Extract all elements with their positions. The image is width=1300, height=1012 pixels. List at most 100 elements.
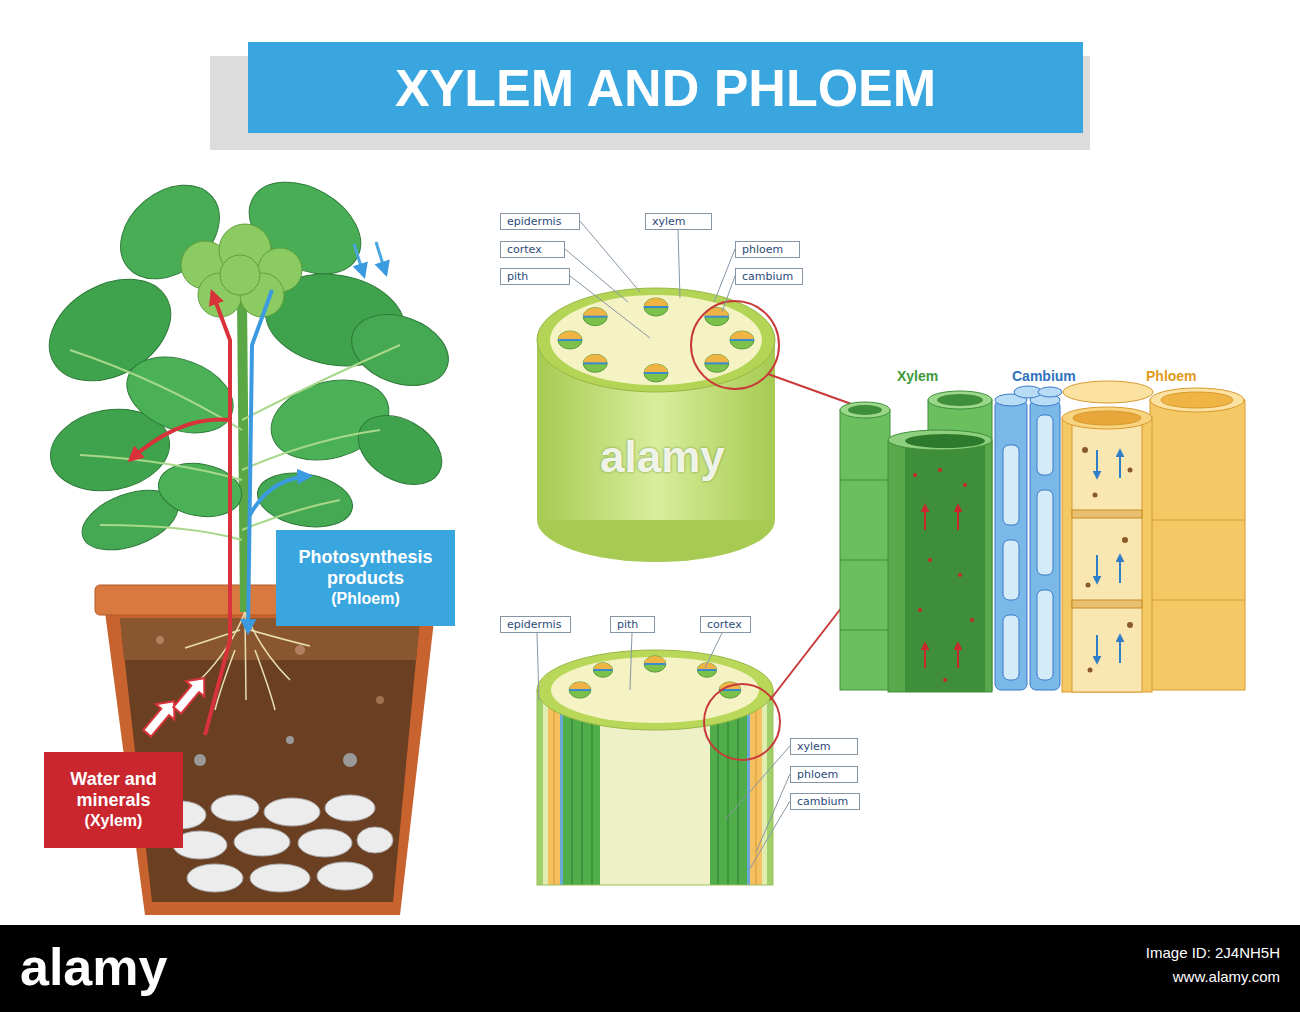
cambium-cells-part-part	[1037, 590, 1053, 680]
leader-lines	[537, 221, 790, 870]
stem-cylinder-part-part	[730, 339, 754, 341]
xylem-tubes-part-part	[963, 483, 967, 487]
stem-cylinder-part-part	[705, 354, 729, 363]
transport-arrows-part	[205, 292, 230, 735]
title-banner	[210, 42, 1090, 150]
title-banner-part	[248, 42, 1083, 133]
transport-arrows-part	[354, 244, 364, 276]
stem-cylinder-part-part	[583, 308, 607, 326]
phloem-tubes-part-part	[1096, 450, 1098, 478]
label-text: cortex	[507, 242, 542, 257]
stem-cylinder-part	[537, 288, 775, 392]
xylem-tubes-part	[888, 440, 992, 692]
stem-cylinder-part-part	[705, 362, 729, 364]
stem-cylinder-part-part	[644, 298, 668, 316]
transport-arrows-part	[376, 242, 386, 274]
label-text: cortex	[707, 617, 742, 632]
phloem-tubes-part	[1150, 520, 1245, 521]
xylem-tubes-part-part	[970, 618, 974, 622]
plant-leaves-part	[154, 457, 246, 523]
stem-cylinder-part-part	[583, 354, 607, 363]
phloem-tubes-part-part	[1072, 510, 1142, 518]
xylem-tubes-part	[905, 434, 985, 448]
phloem-tubes-part-part	[1119, 555, 1121, 583]
xylem-tubes-part	[913, 468, 974, 682]
pebbles-part	[187, 864, 243, 892]
label-text: epidermis	[507, 617, 561, 632]
xylem-tubes-part	[848, 405, 882, 415]
stem-section-part-part	[593, 663, 612, 677]
phloem-tubes-part-part	[1086, 583, 1091, 588]
stem-section-part	[750, 690, 762, 885]
part-label: pith	[500, 268, 570, 285]
stem-cylinder-part-part	[644, 364, 668, 373]
part-label: xylem	[645, 213, 712, 230]
part-label: epidermis	[500, 616, 571, 633]
tissue-heading: Phloem	[1146, 368, 1197, 385]
cambium-cells-part	[1030, 400, 1060, 690]
stem-cylinder-part-part	[644, 372, 668, 374]
phloem-tubes-part	[1072, 425, 1142, 692]
phloem-tubes-part-part	[1088, 668, 1093, 673]
roots-part	[250, 630, 310, 646]
tissue-heading: Cambium	[1012, 368, 1076, 385]
xylem-tubes	[840, 391, 992, 692]
label-text: cambium	[797, 794, 848, 809]
stem-section-part	[756, 690, 757, 885]
pebbles-part	[325, 795, 375, 821]
phloem-tubes-part-part	[1127, 622, 1133, 628]
stem-cylinder-part-part	[730, 331, 754, 349]
label-text: phloem	[742, 242, 783, 257]
water-arrows-part	[138, 693, 183, 741]
cambium-cells-part-part	[1003, 445, 1019, 525]
plant-pot-part	[343, 753, 357, 767]
stem-cylinder-part-part	[583, 316, 607, 318]
cambium-cells-part	[995, 400, 1027, 690]
transport-arrows-part	[248, 290, 272, 632]
phloem-tubes-part-part	[1096, 635, 1098, 663]
callout-subtext: (Phloem)	[331, 589, 399, 609]
stem-cylinder-part-part	[644, 364, 668, 382]
xylem-tubes-part	[925, 505, 958, 668]
plant-pot	[95, 585, 445, 915]
plant-pot-part	[194, 754, 206, 766]
xylem-tubes-part-part	[957, 643, 959, 668]
stem-cylinder-part-part	[583, 308, 607, 317]
xylem-tubes-part	[840, 630, 890, 631]
stem-cylinder-part-part	[705, 316, 729, 318]
callout-subtext: (Xylem)	[85, 811, 143, 831]
label-text: xylem	[797, 739, 831, 754]
callout-heading: Water and minerals	[52, 769, 175, 811]
watermark-url: www.alamy.com	[1173, 968, 1280, 985]
leader-lines-part	[722, 276, 735, 312]
leader-lines-part	[570, 276, 650, 338]
xylem-tubes-part-part	[938, 468, 942, 472]
stem-cylinder-part-part	[558, 331, 582, 349]
plant-leaves-part-part	[80, 455, 242, 480]
callout-heading: Photosynthesis products	[284, 547, 447, 589]
leader-lines-part	[565, 249, 628, 302]
watermark-logo: alamy	[20, 938, 167, 998]
transport-arrows	[130, 242, 386, 735]
plant-leaves-part-part	[100, 525, 242, 540]
stem-section-part-part	[569, 689, 591, 691]
stem-section	[537, 567, 873, 885]
part-label: epidermis	[500, 213, 580, 230]
phloem-tubes-part	[1097, 450, 1120, 663]
leader-lines-part	[714, 249, 735, 302]
water-arrows	[138, 670, 213, 741]
xylem-tubes-part	[840, 402, 890, 418]
stem-section-part-part	[593, 669, 612, 671]
phloem-tubes-part	[1082, 447, 1133, 673]
pebbles-part	[298, 829, 352, 857]
stem-section-part-part	[697, 669, 716, 671]
phloem-tubes-part	[1150, 400, 1245, 690]
stem-cylinder-part-part	[583, 362, 607, 364]
plant-leaves-part-part	[242, 345, 400, 420]
part-label: pith	[610, 616, 655, 633]
part-label: phloem	[735, 241, 800, 258]
transport-arrows-part	[250, 476, 310, 515]
xylem-tubes-part-part	[928, 558, 932, 562]
leader-lines-part	[630, 633, 632, 690]
